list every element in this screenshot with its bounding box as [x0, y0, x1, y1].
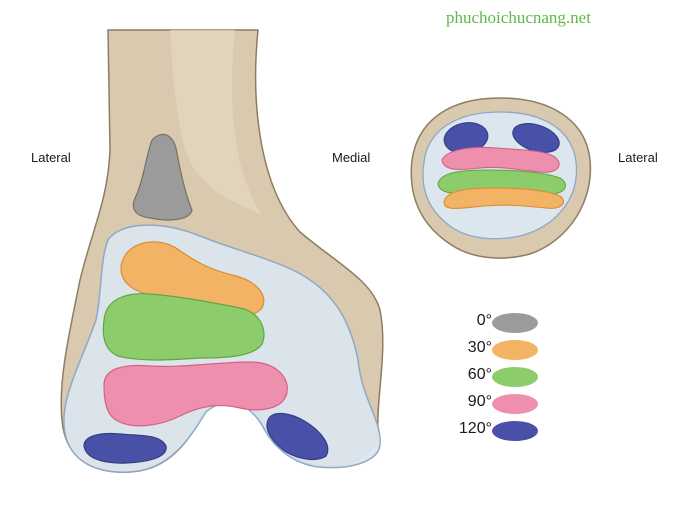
notch-0-deg-region [132, 133, 193, 221]
legend-row-60: 60° [430, 364, 570, 391]
legend-swatch-gray [492, 313, 538, 333]
femur-medial-label: Medial [332, 150, 371, 165]
femur-120-deg-medial-region [266, 412, 329, 461]
watermark-text: phuchoichucnang.net [446, 8, 591, 27]
legend-angle-label: 90° [467, 393, 492, 410]
legend-swatch-pink [492, 394, 538, 414]
legend-swatch-orange [492, 340, 538, 360]
femur-60-deg-region [102, 293, 265, 361]
femur-120-deg-lateral-region [83, 432, 167, 464]
legend-row-30: 30° [430, 337, 570, 364]
legend-angle-label: 60° [467, 366, 492, 383]
legend-swatch-blue [492, 421, 538, 441]
legend-angle-label: 120° [458, 420, 492, 437]
patella-90-deg-region [441, 146, 560, 173]
legend-swatch-green [492, 367, 538, 387]
femur-lateral-label: Lateral [31, 150, 71, 165]
patella-30-deg-region [443, 187, 564, 210]
legend-angle-label: 0° [476, 312, 492, 329]
legend-row-120: 120° [430, 418, 570, 445]
angle-legend: 0° 30° 60° 90° 120° [430, 310, 570, 445]
patella-lateral-label: Lateral [618, 150, 658, 165]
femur-90-deg-region [103, 361, 288, 427]
legend-row-90: 90° [430, 391, 570, 418]
legend-angle-label: 30° [467, 339, 492, 356]
femur-shaft-shade [170, 30, 262, 215]
legend-row-0: 0° [430, 310, 570, 337]
